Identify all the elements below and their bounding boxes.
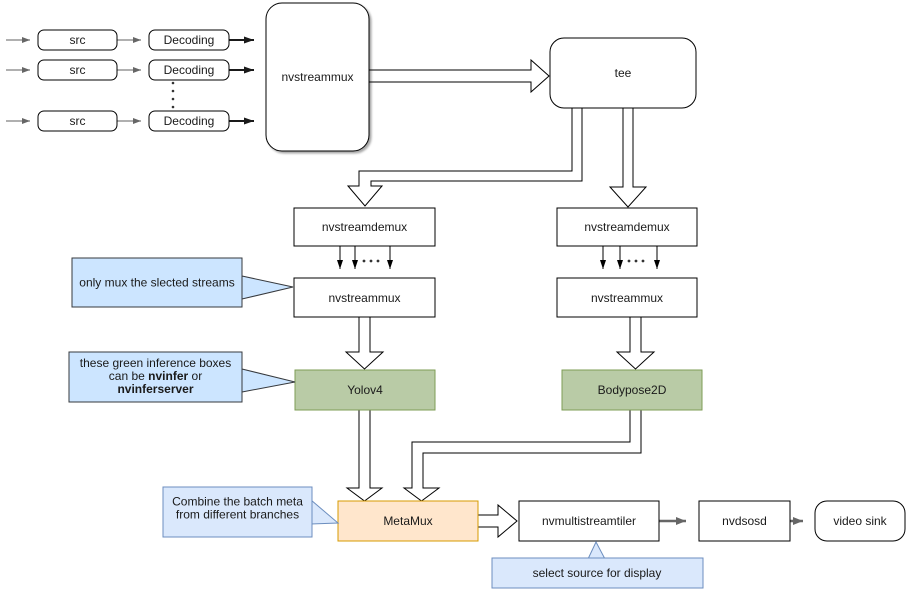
infer-note-line1: these green inference boxes bbox=[80, 356, 231, 370]
right-nvstreamdemux-box bbox=[556, 207, 698, 247]
nvmultistreamtiler-box bbox=[518, 500, 660, 542]
tee-to-left-demux-arrow bbox=[346, 107, 583, 207]
mux-to-tee-arrow bbox=[368, 58, 550, 94]
right-nvstreamdemux-label: nvstreamdemux bbox=[584, 220, 669, 234]
src-box-2 bbox=[37, 59, 118, 81]
meta-note-pointer bbox=[310, 498, 340, 525]
meta-note-callout: Combine the batch meta from different br… bbox=[162, 486, 340, 538]
input-row-1: src Decoding bbox=[37, 29, 230, 51]
left-mux-to-yolov4-arrow bbox=[344, 316, 385, 370]
metamux-box bbox=[337, 500, 479, 542]
metamux-to-tiler-arrow bbox=[477, 503, 518, 539]
yolov4-box bbox=[294, 369, 436, 411]
left-nvstreamdemux-box bbox=[293, 207, 436, 247]
decoding-box-3 bbox=[148, 110, 230, 132]
right-nvstreammux-box bbox=[556, 277, 698, 318]
meta-note-line1: Combine the batch meta bbox=[172, 495, 303, 509]
decoding-label-3: Decoding bbox=[164, 114, 215, 128]
video-sink-label: video sink bbox=[833, 514, 887, 528]
right-mux-to-bodypose-arrow bbox=[615, 316, 656, 370]
video-sink-box bbox=[814, 500, 906, 542]
nvmultistreamtiler-label: nvmultistreamtiler bbox=[542, 514, 636, 528]
src-box-1 bbox=[37, 29, 118, 51]
right-nvstreammux-label: nvstreammux bbox=[591, 291, 663, 305]
callouts: only mux the slected streams these green… bbox=[68, 257, 704, 589]
input-row-2: src Decoding bbox=[37, 59, 230, 81]
meta-note-box bbox=[162, 486, 313, 538]
mux-note-box bbox=[71, 257, 243, 308]
decoding-label-2: Decoding bbox=[164, 63, 215, 77]
src-label-2: src bbox=[70, 63, 86, 77]
infer-note-box bbox=[68, 351, 243, 403]
decoding-label-1: Decoding bbox=[164, 33, 215, 47]
left-nvstreammux-box bbox=[293, 277, 436, 318]
tee-box bbox=[549, 37, 697, 109]
mux-note-callout: only mux the slected streams bbox=[71, 257, 294, 308]
src-box-3 bbox=[37, 110, 118, 132]
tiler-note-pointer bbox=[587, 540, 606, 560]
ellipsis-dots-left bbox=[362, 259, 380, 263]
decoding-box-1 bbox=[148, 29, 230, 51]
mux-note-text: only mux the slected streams bbox=[79, 276, 234, 290]
main-nvstreammux-label: nvstreammux bbox=[281, 70, 353, 84]
src-label-1: src bbox=[70, 33, 86, 47]
nodes: src Decoding src Decoding src Decoding n… bbox=[37, 2, 906, 542]
bodypose-to-metamux-arrow bbox=[402, 409, 642, 502]
nvdsosd-label: nvdsosd bbox=[722, 514, 767, 528]
yolov4-to-metamux-arrow bbox=[345, 409, 384, 502]
mux-note-pointer bbox=[241, 275, 294, 300]
tiler-note-text: select source for display bbox=[533, 566, 662, 580]
ellipsis-dots-vertical bbox=[171, 81, 175, 109]
tiler-note-box bbox=[491, 557, 704, 589]
infer-note-line3: nvinferserver bbox=[117, 382, 193, 396]
left-nvstreamdemux-label: nvstreamdemux bbox=[322, 220, 407, 234]
nvdsosd-box bbox=[698, 500, 791, 542]
tee-label: tee bbox=[615, 66, 632, 80]
left-nvstreammux-label: nvstreammux bbox=[328, 291, 400, 305]
infer-note-callout: these green inference boxes can be nvinf… bbox=[68, 351, 296, 403]
infer-note-line2: can be nvinfer or bbox=[109, 369, 202, 383]
bodypose2d-box bbox=[561, 369, 703, 411]
meta-note-line2: from different branches bbox=[176, 508, 299, 522]
bodypose2d-label: Bodypose2D bbox=[598, 383, 667, 397]
tiler-note-callout: select source for display bbox=[491, 540, 704, 589]
src-label-3: src bbox=[70, 114, 86, 128]
input-row-3: src Decoding bbox=[37, 110, 230, 132]
metamux-label: MetaMux bbox=[383, 514, 432, 528]
infer-note-pointer bbox=[241, 368, 296, 393]
main-nvstreammux-box bbox=[265, 2, 370, 152]
connectors bbox=[6, 36, 803, 539]
ellipsis-dots-right bbox=[627, 259, 645, 263]
yolov4-label: Yolov4 bbox=[347, 383, 383, 397]
decoding-box-2 bbox=[148, 59, 230, 81]
tee-to-right-demux-arrow bbox=[608, 107, 648, 208]
